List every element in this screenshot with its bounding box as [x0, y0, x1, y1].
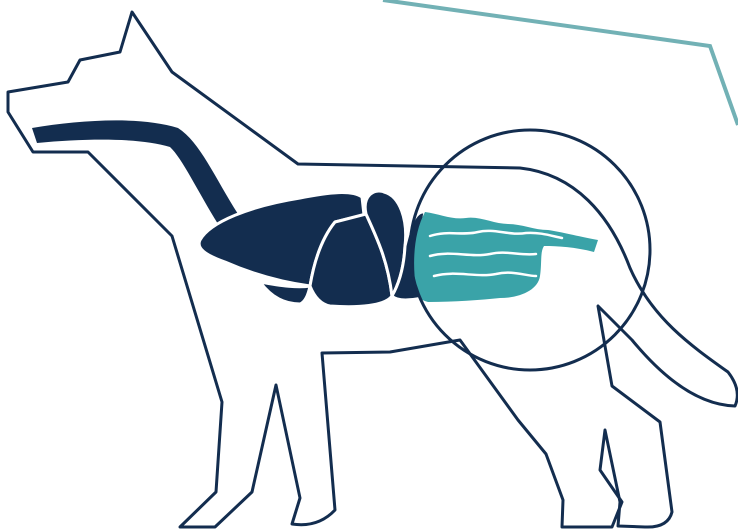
liver-lower-lobe — [260, 282, 310, 304]
callout-connector-line — [383, 0, 738, 125]
pancreas — [414, 212, 598, 302]
esophagus — [32, 120, 238, 224]
